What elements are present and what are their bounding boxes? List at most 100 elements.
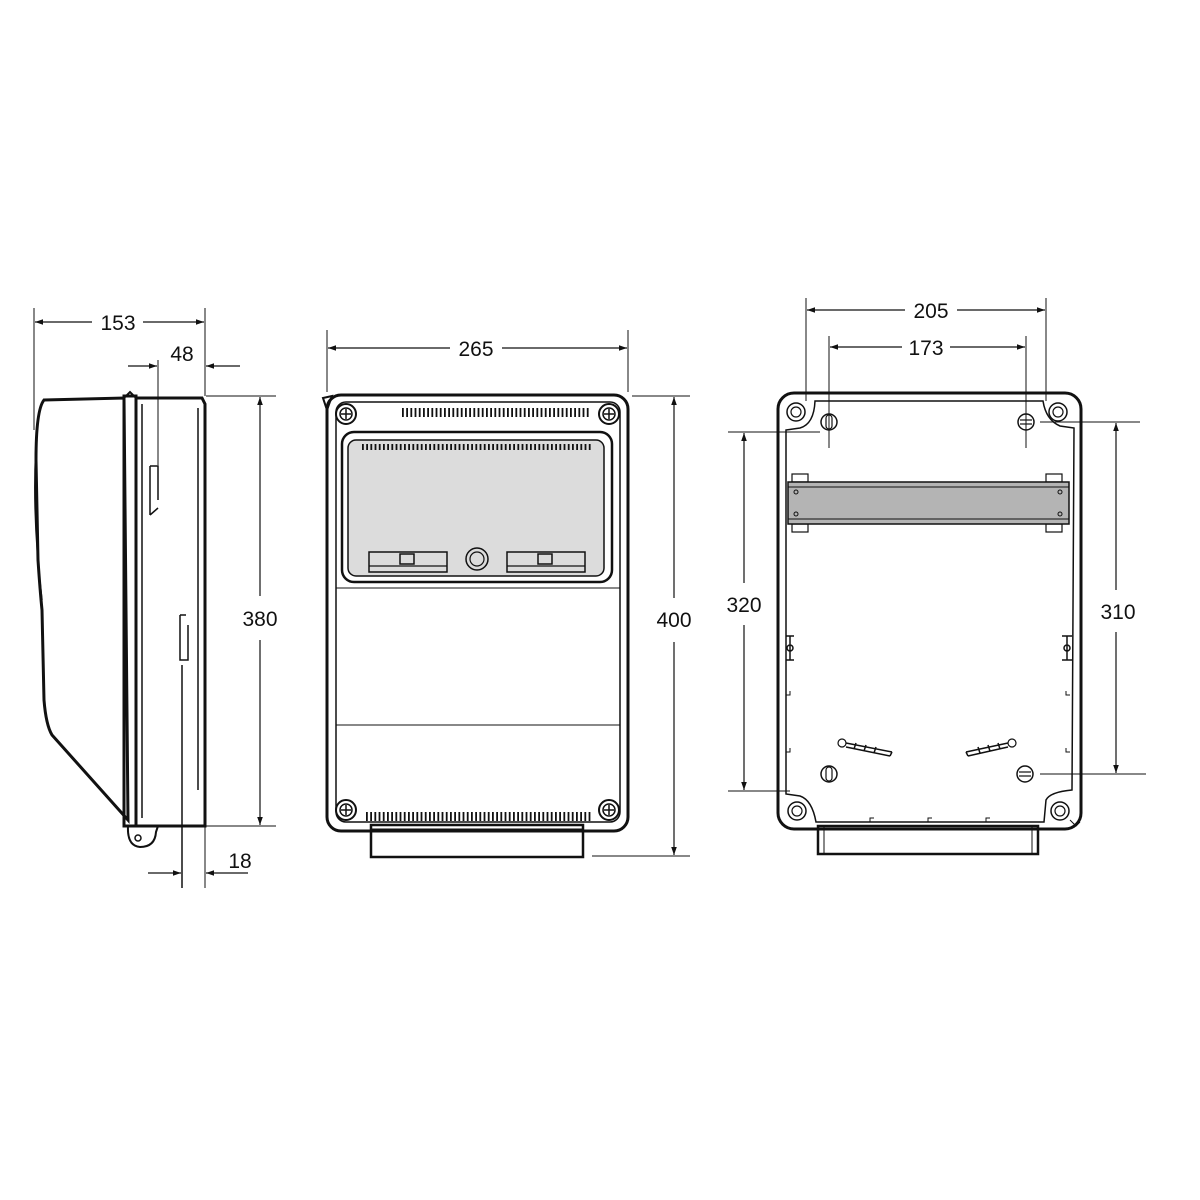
vent-slot [507,408,509,417]
back-outer-label: 205 [913,300,948,323]
window-tick [433,444,436,450]
window-tick [588,444,591,450]
front-view-screw-top-left [335,403,357,425]
back-view-corner-hole-top-right [1048,402,1068,422]
vent-slot [445,812,448,821]
window-tick [559,444,562,450]
window-tick [458,444,461,450]
front-view: 265 400 [321,330,692,859]
vent-slot [496,812,498,821]
window-tick [450,444,452,450]
vent-slot [486,408,488,417]
window-tick [362,444,364,450]
vent-slot [553,408,555,417]
back-view-rail-clip-right [1045,473,1063,483]
window-tick [475,444,478,450]
back-view-din-rail [787,481,1070,525]
side-view-cover-outline [34,396,130,824]
vent-slot [528,408,530,417]
vent-slot [471,812,473,821]
front-view-screw-bottom-right [598,799,620,821]
vent-slot [584,812,587,821]
back-view-outer [776,391,1083,831]
vent-slot [473,408,476,417]
vent-slot [366,812,368,821]
back-view-cable-tie-right [965,738,1017,757]
vent-slot [399,812,402,821]
window-tick [517,444,520,450]
vent-slot [475,812,477,821]
front-view-screw-top-right [598,403,620,425]
vent-slot [454,812,456,821]
vent-slot [502,408,505,417]
window-tick [446,444,448,450]
front-height-label: 400 [656,609,691,632]
vent-slot [500,812,503,821]
side-view-body [136,396,207,828]
front-view-breaker-left [368,551,448,573]
vent-slot [515,408,518,417]
vent-slot [534,812,536,821]
vent-slot [410,408,413,417]
vent-slot [492,812,494,821]
window-tick [546,444,549,450]
front-view-window [347,439,605,577]
vent-slot [431,408,434,417]
window-tick [580,444,583,450]
vent-slot [557,408,560,417]
back-view-rail-slot-2 [793,511,799,517]
back-view-rail-slot-3 [1057,489,1063,495]
window-tick [563,444,566,450]
wall-tick [1065,691,1070,696]
vent-slot [456,408,459,417]
window-tick [366,444,368,450]
vent-slot [549,408,551,417]
back-view-wall-ticks [786,691,1070,753]
window-tick [584,444,587,450]
vent-slot [574,408,576,417]
back-view-rail-slot-1 [793,489,799,495]
front-view-window-frame [340,430,614,584]
back-view-din-rail-face [787,486,1070,520]
vent-slot [374,812,377,821]
vent-slot [508,812,511,821]
front-view-indicator [465,547,489,571]
back-view: 205 173 320 310 [726,298,1146,856]
vent-slot [525,812,528,821]
window-tick [416,444,419,450]
back-view-corner-hole-bottom-right [1050,801,1070,821]
vent-slot [561,408,564,417]
window-tick [521,444,524,450]
vent-slot [402,408,404,417]
vent-slot [465,408,467,417]
window-tick [530,444,532,450]
front-view-corner-tab [321,394,334,414]
side-inner-label: 48 [170,343,193,366]
vent-slot [448,408,450,417]
window-tick [500,444,503,450]
window-tick [542,444,545,450]
back-view-side-clip-left [786,635,794,661]
vent-slot [466,812,469,821]
vent-slot [487,812,490,821]
side-view-cover-curve [34,419,43,601]
vent-slot [588,812,591,821]
front-view-top-vents [402,408,589,417]
window-tick [467,444,469,450]
side-bottom-label: 18 [228,850,251,873]
window-tick [429,444,431,450]
back-view-rail-slot-4 [1057,511,1063,517]
back-view-mount-hole-bottom-left [820,765,838,783]
back-left-label: 320 [726,594,761,617]
vent-slot [490,408,492,417]
vent-slot [481,408,484,417]
vent-slot [521,812,524,821]
vent-slot [511,408,513,417]
window-tick [538,444,541,450]
vent-slot [563,812,566,821]
vent-slot [416,812,419,821]
window-tick [496,444,499,450]
vent-slot [403,812,406,821]
vent-slot [450,812,452,821]
